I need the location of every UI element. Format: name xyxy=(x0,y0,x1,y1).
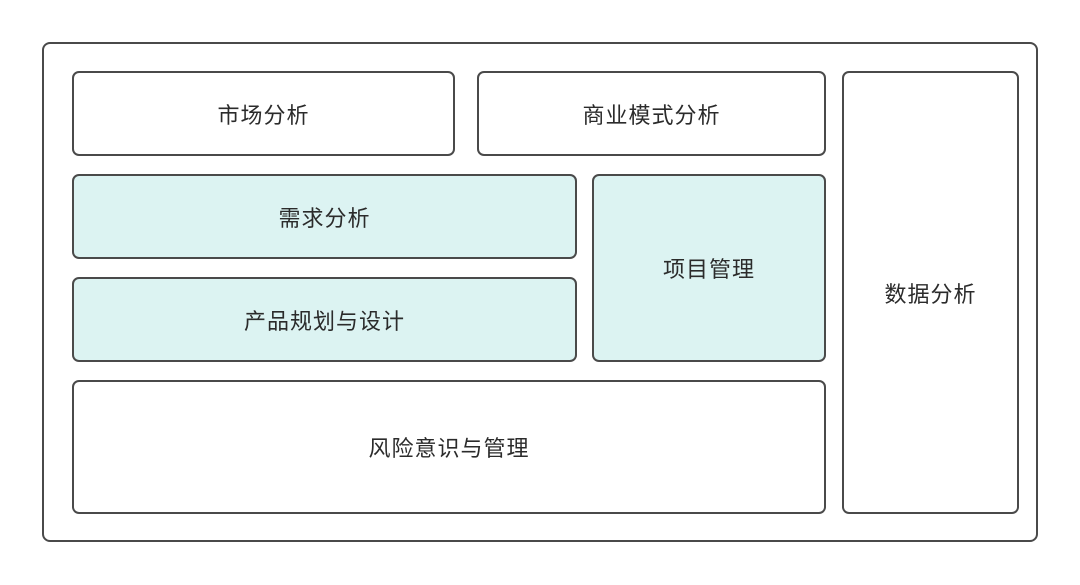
business-model-analysis-box: 商业模式分析 xyxy=(477,71,826,156)
project-management-label: 项目管理 xyxy=(662,258,755,283)
risk-awareness-management-label: 风险意识与管理 xyxy=(368,437,530,462)
product-planning-design-label: 产品规划与设计 xyxy=(243,309,405,335)
market-analysis-label: 市场分析 xyxy=(217,103,310,129)
data-analysis-box: 数据分析 xyxy=(842,71,1019,514)
market-analysis-box: 市场分析 xyxy=(72,71,455,156)
product-planning-design-box: 产品规划与设计 xyxy=(72,277,577,362)
data-analysis-label: 数据分析 xyxy=(884,282,977,308)
requirements-analysis-label: 需求分析 xyxy=(278,206,371,232)
business-model-analysis-label: 商业模式分析 xyxy=(582,103,721,129)
project-management-box: 项目管理 xyxy=(592,174,826,362)
requirements-analysis-box: 需求分析 xyxy=(72,174,577,259)
risk-awareness-management-box: 风险意识与管理 xyxy=(72,380,826,514)
